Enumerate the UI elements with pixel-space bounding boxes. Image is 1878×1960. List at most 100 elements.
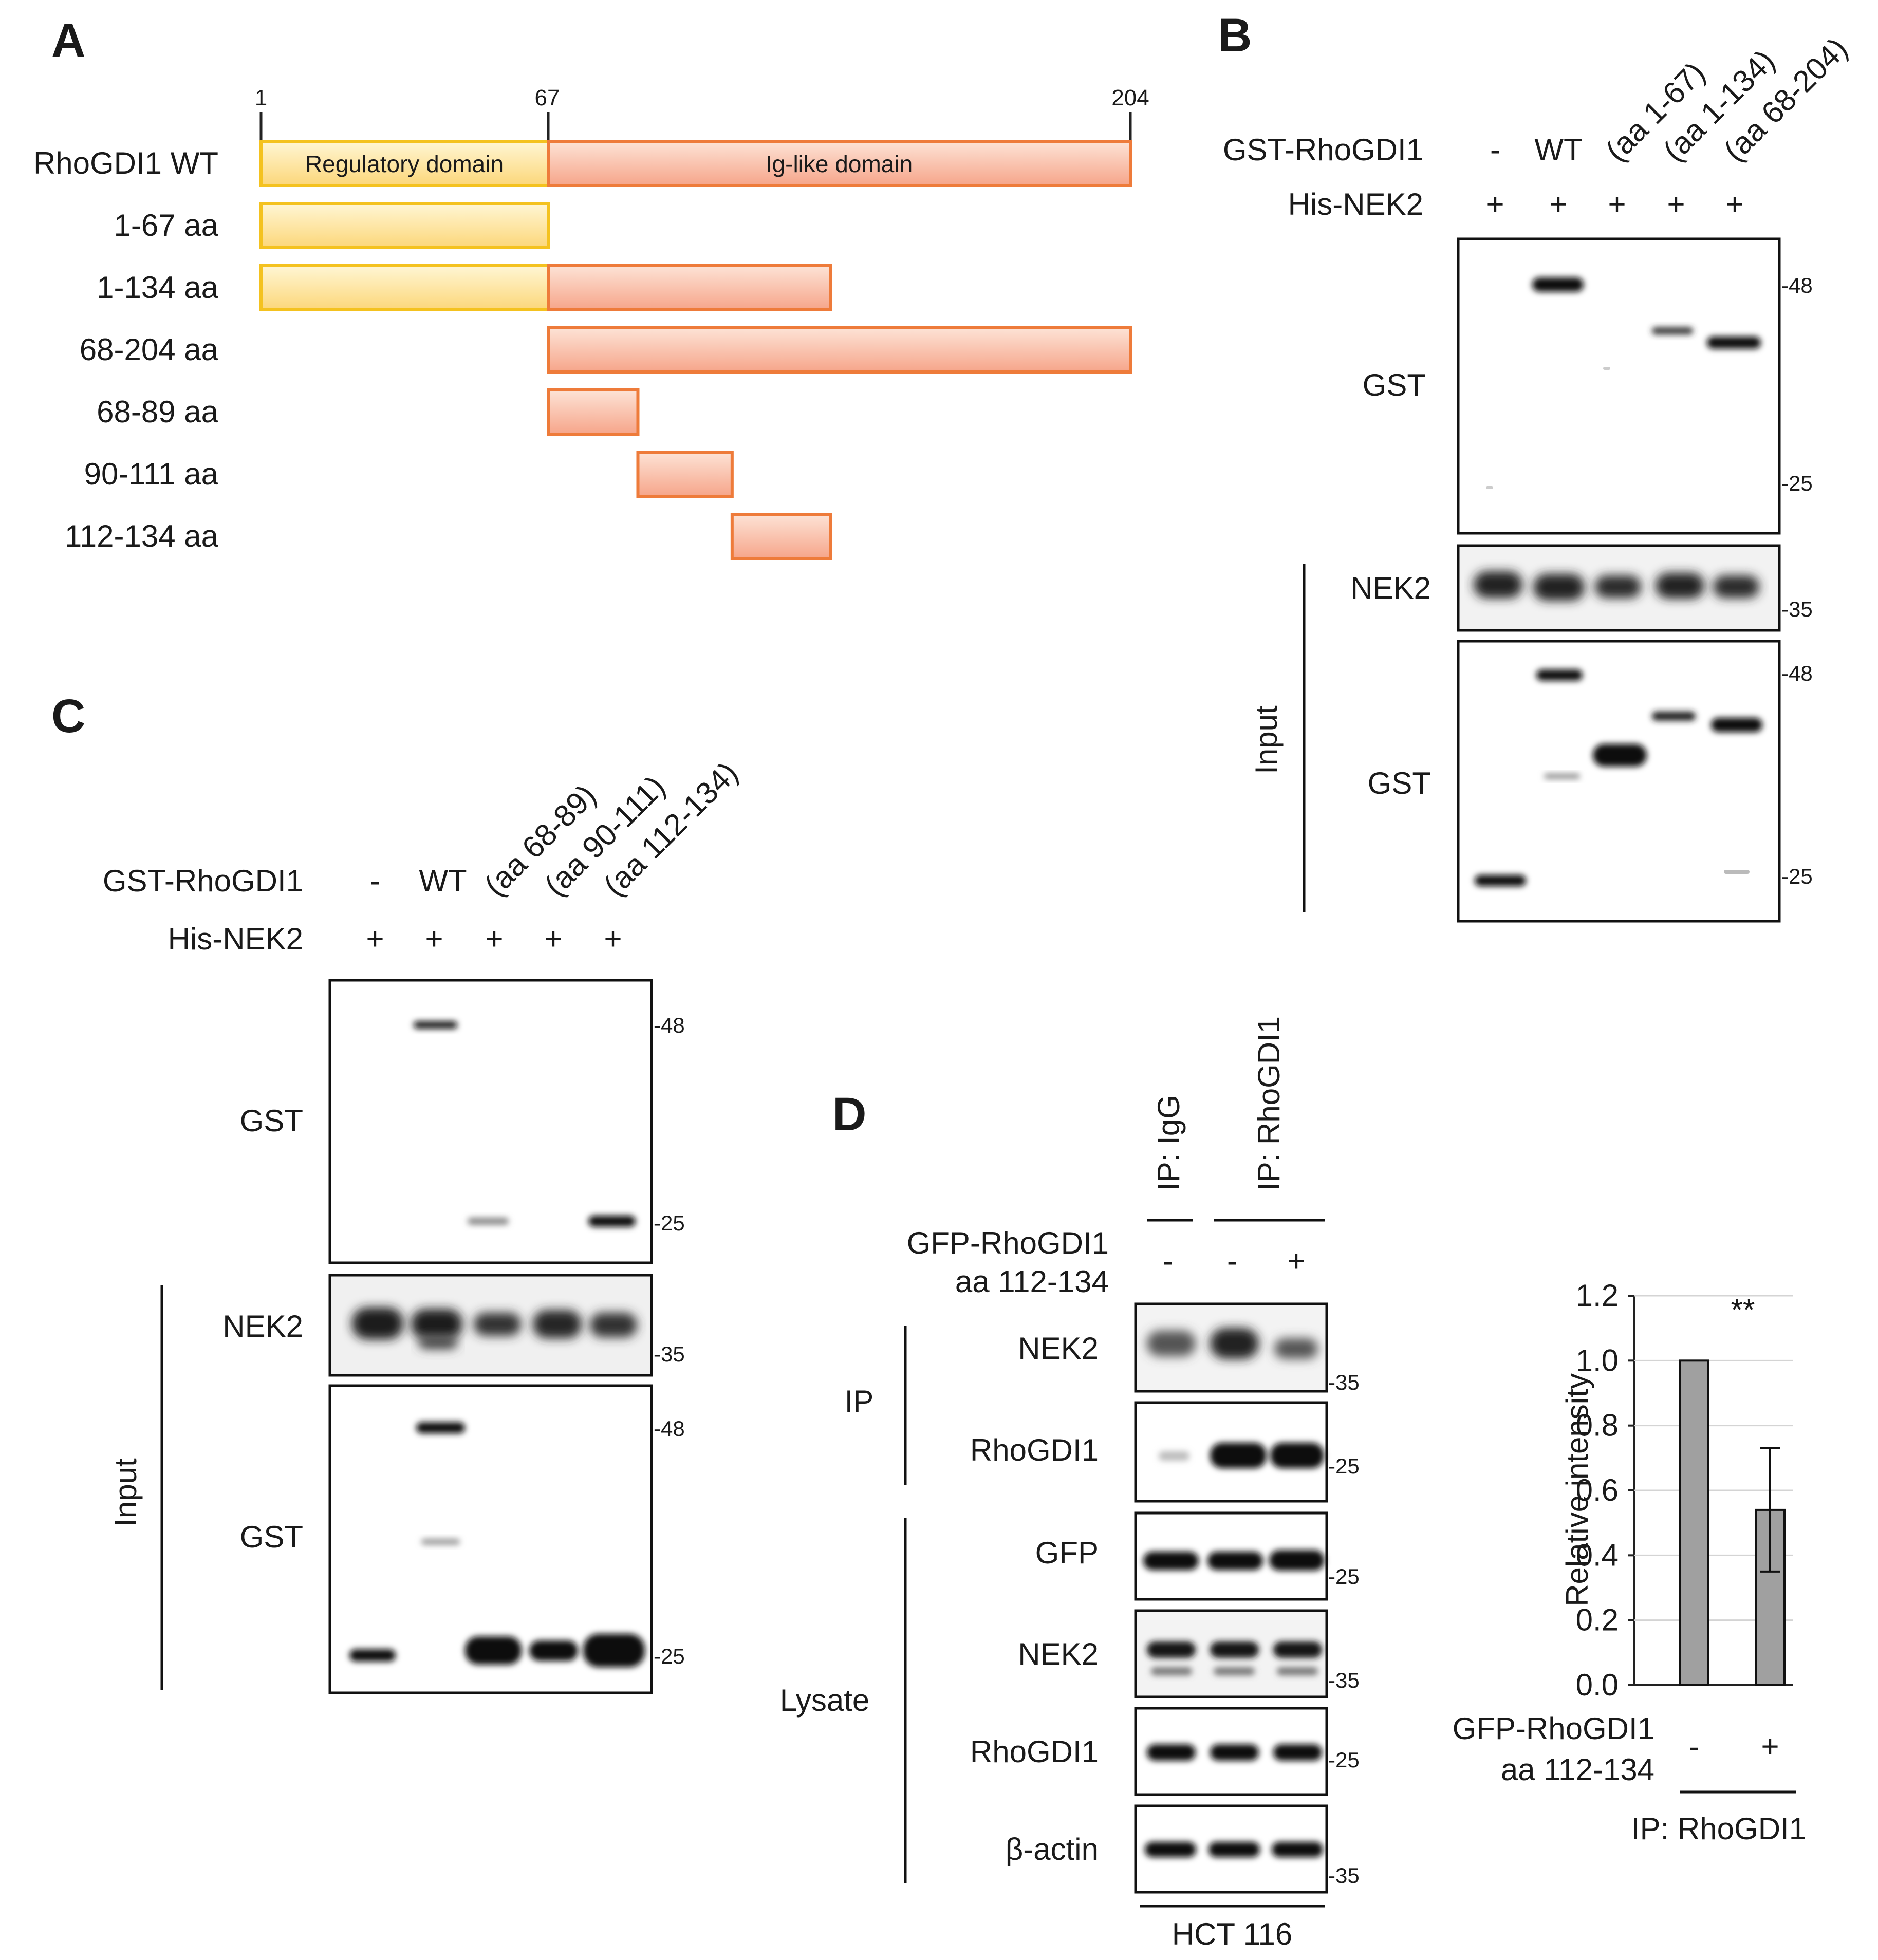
b-plus-row: + + + + + <box>1486 187 1743 221</box>
construct-label: RhoGDI1 WT <box>33 146 218 180</box>
d-blot-lysate-actin <box>1134 1804 1328 1894</box>
construct-label: 90-111 aa <box>84 457 219 491</box>
svg-text:+: + <box>604 922 622 956</box>
d-gfp-signs: - - + <box>1163 1244 1306 1278</box>
ig-domain-segment <box>547 326 1132 374</box>
svg-text:+: + <box>544 922 562 956</box>
svg-text:-25: -25 <box>1328 1748 1360 1772</box>
svg-text:β-actin: β-actin <box>1006 1832 1099 1866</box>
svg-text:+: + <box>1608 187 1626 221</box>
c-blot-pulldown-gst <box>328 979 653 1264</box>
svg-text:+: + <box>425 922 443 956</box>
bar <box>1679 1359 1709 1686</box>
bar-sign-plus: + <box>1761 1729 1779 1764</box>
y-tick-label: 0.8 <box>1576 1408 1619 1443</box>
c-blot-input-gst <box>328 1384 653 1694</box>
c-input-label: Input <box>108 1458 143 1527</box>
svg-text:-35: -35 <box>1328 1863 1360 1888</box>
svg-text:+: + <box>1667 187 1685 221</box>
svg-text:RhoGDI1: RhoGDI1 <box>970 1433 1099 1467</box>
d-gfp-label-2: aa 112-134 <box>955 1264 1109 1299</box>
panel-label-d: D <box>832 1088 866 1141</box>
c-marker-48b: -48 <box>654 1416 685 1441</box>
regulatory-domain-segment <box>259 202 550 249</box>
svg-text:+: + <box>1486 187 1504 221</box>
svg-text:-35: -35 <box>1328 1668 1360 1692</box>
c-lane-minus: - <box>370 864 380 898</box>
regulatory-domain-segment <box>259 264 550 311</box>
svg-text:NEK2: NEK2 <box>1018 1637 1099 1671</box>
b-blot-pulldown-gst <box>1457 237 1781 535</box>
tick-204: 204 <box>1111 85 1149 110</box>
c-marker-25a: -25 <box>654 1211 685 1235</box>
b-marker-48b: -48 <box>1781 661 1813 685</box>
d-ip-rhogdi1: IP: RhoGDI1 <box>1252 1016 1286 1191</box>
c-blot-label-gst-2: GST <box>240 1520 303 1554</box>
y-tick-label: 1.2 <box>1576 1278 1619 1313</box>
y-tick-label: 0.6 <box>1576 1473 1619 1507</box>
d-blot-lysate-rhogdi1 <box>1134 1707 1328 1796</box>
b-lane-wt: WT <box>1534 133 1582 167</box>
c-blot-label-gst-1: GST <box>240 1104 303 1138</box>
d-gfp-label-1: GFP-RhoGDI1 <box>907 1226 1109 1260</box>
svg-text:+: + <box>1725 187 1743 221</box>
d-lysate-group-label: Lysate <box>780 1683 870 1718</box>
d-ip-group-label: IP <box>845 1384 874 1418</box>
construct-label: 1-67 aa <box>114 208 219 242</box>
svg-text:GFP: GFP <box>1035 1536 1099 1570</box>
svg-text:-25: -25 <box>1328 1564 1360 1589</box>
c-marker-35: -35 <box>654 1342 685 1366</box>
d-blot-ip-nek2 <box>1134 1302 1328 1393</box>
bar-sign-minus: - <box>1689 1729 1699 1764</box>
b-marker-48a: -48 <box>1781 273 1813 297</box>
b-marker-25a: -25 <box>1781 471 1813 495</box>
y-axis-label: Relative intensity <box>1560 1373 1594 1607</box>
svg-text:RhoGDI1: RhoGDI1 <box>970 1734 1099 1769</box>
d-blot-lysate-nek2 <box>1134 1609 1328 1698</box>
svg-text:-25: -25 <box>1328 1454 1360 1478</box>
bar-xlabel-2: aa 112-134 <box>1501 1752 1654 1787</box>
svg-text:+: + <box>485 922 503 956</box>
d-cell-line: HCT 116 <box>1172 1917 1293 1951</box>
b-blot-label-gst-2: GST <box>1368 766 1431 800</box>
y-tick-label: 0.0 <box>1576 1668 1619 1702</box>
b-blot-input-gst <box>1457 640 1781 923</box>
panel-label-c: C <box>51 690 85 742</box>
svg-text:-: - <box>1227 1244 1237 1278</box>
svg-text:+: + <box>1287 1244 1305 1278</box>
svg-text:NEK2: NEK2 <box>1018 1331 1099 1366</box>
b-marker-25b: -25 <box>1781 864 1813 888</box>
b-row1-label: GST-RhoGDI1 <box>1223 133 1423 167</box>
c-row2-label: His-NEK2 <box>168 922 303 956</box>
b-row2-label: His-NEK2 <box>1288 187 1423 221</box>
c-marker-48a: -48 <box>654 1013 685 1037</box>
ig-domain-segment <box>547 264 832 311</box>
domain-diagram: RhoGDI1 WT 1-67 aa 1-134 aa 68-204 aa 68-89 … <box>33 140 1132 560</box>
c-blot-input-nek2 <box>328 1274 653 1377</box>
ig-domain-segment <box>547 388 640 436</box>
c-row1-label: GST-RhoGDI1 <box>103 864 303 898</box>
y-tick-label: 0.2 <box>1576 1603 1619 1637</box>
panel-label-a: A <box>51 14 85 67</box>
b-blot-label-nek2: NEK2 <box>1350 571 1431 605</box>
svg-text:+: + <box>1549 187 1567 221</box>
ig-domain-label: Ig-like domain <box>766 151 913 177</box>
bar-chart: 0.00.20.40.60.81.01.2 Relative intensity… <box>1560 1278 1793 1702</box>
construct-label: 68-89 aa <box>97 395 218 429</box>
c-plus-row: + + + + + <box>366 922 622 956</box>
c-blot-label-nek2: NEK2 <box>222 1309 303 1343</box>
significance-mark: ** <box>1731 1293 1755 1327</box>
b-blot-input-nek2 <box>1457 544 1781 632</box>
regulatory-domain-label: Regulatory domain <box>305 151 504 177</box>
tick-1: 1 <box>255 85 267 110</box>
svg-text:+: + <box>366 922 384 956</box>
b-blot-label-gst-1: GST <box>1363 368 1426 402</box>
d-ip-igg: IP: IgG <box>1151 1095 1186 1191</box>
b-lane-minus: - <box>1490 133 1500 167</box>
bar-xlabel-1: GFP-RhoGDI1 <box>1453 1711 1654 1746</box>
construct-label: 68-204 aa <box>80 332 219 367</box>
d-blot-lysate-gfp <box>1134 1511 1328 1601</box>
construct-label: 1-134 aa <box>97 270 218 305</box>
b-input-label: Input <box>1249 705 1284 774</box>
